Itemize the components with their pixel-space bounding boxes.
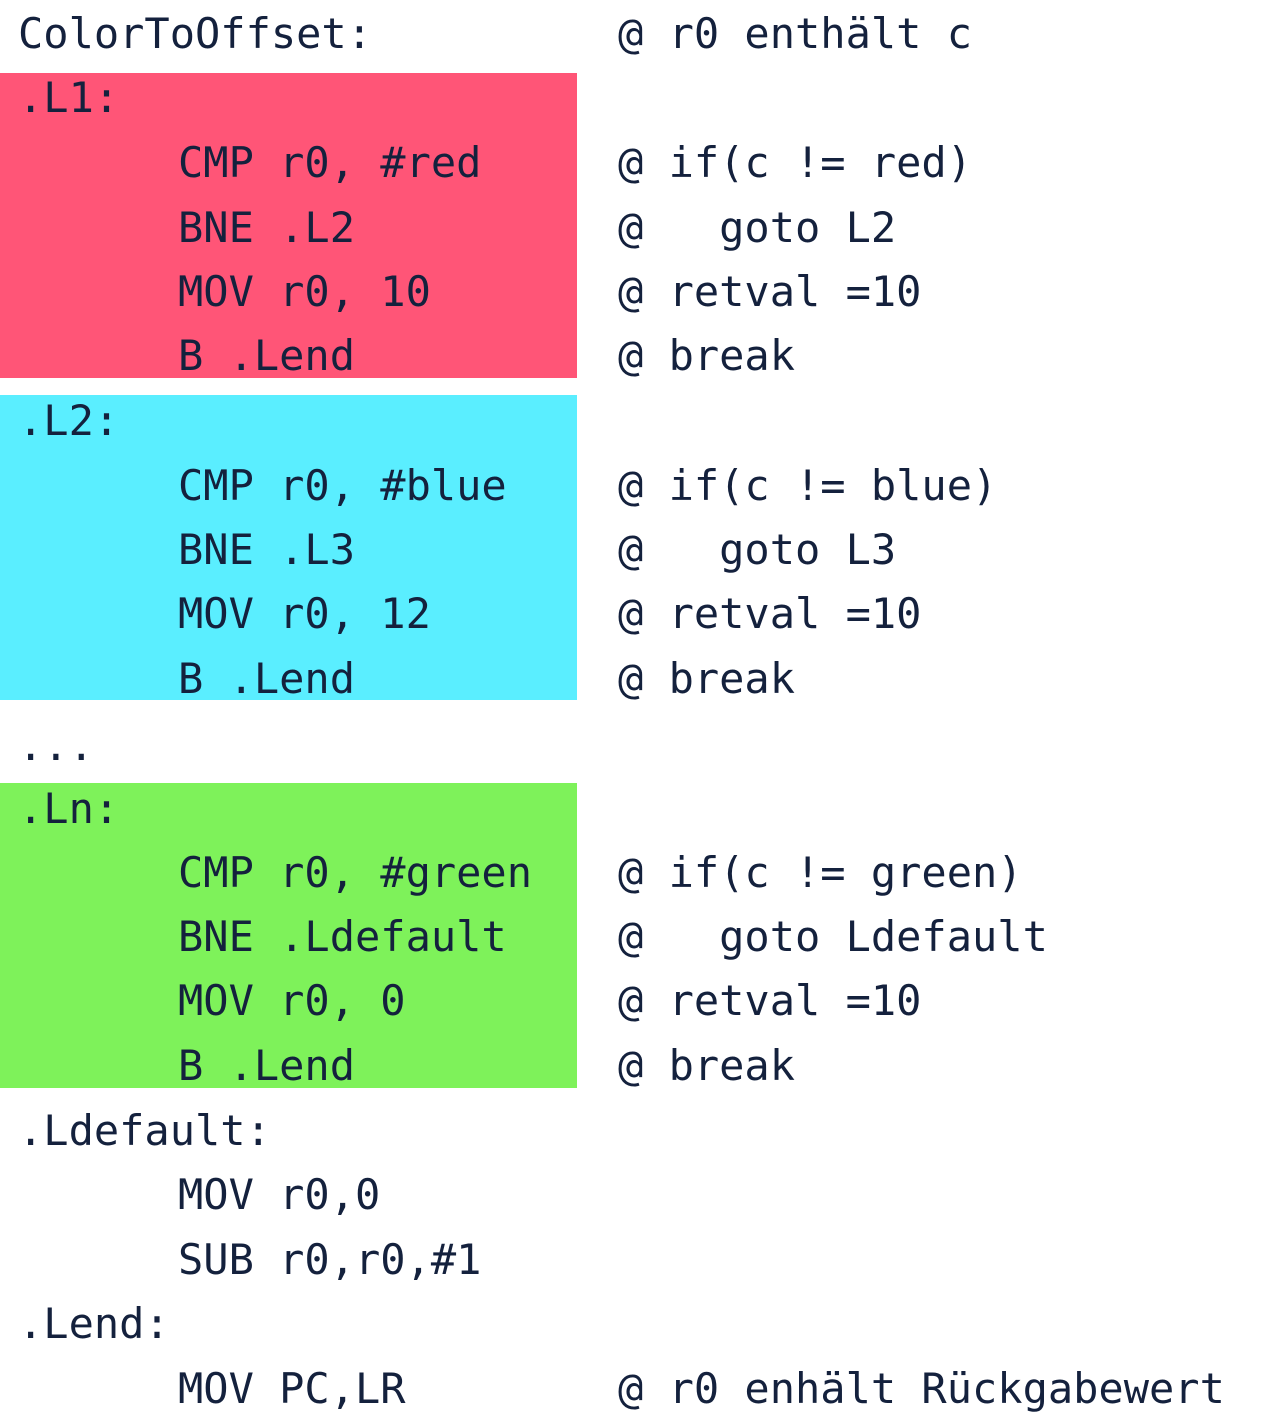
- highlight-block-red: [0, 73, 577, 378]
- code-instruction: CMP r0, #green: [178, 848, 533, 897]
- code-instruction: SUB r0,r0,#1: [178, 1235, 482, 1284]
- code-instruction: CMP r0, #red: [178, 138, 482, 187]
- code-instruction: MOV r0, 10: [178, 267, 431, 316]
- code-instruction: MOV r0, 12: [178, 589, 431, 638]
- code-label: .L2:: [18, 396, 120, 445]
- code-instruction: MOV r0,0: [178, 1170, 381, 1219]
- code-comment: @ retval =10: [618, 976, 922, 1025]
- code-instruction: BNE .L3: [178, 525, 356, 574]
- highlight-block-green: [0, 783, 577, 1088]
- code-instruction: BNE .L2: [178, 203, 356, 252]
- code-comment: @ goto L3: [618, 525, 897, 574]
- code-label: .L1:: [18, 73, 120, 122]
- code-comment: @ r0 enthält c: [618, 9, 973, 58]
- code-comment: @ retval =10: [618, 267, 922, 316]
- code-comment: @ break: [618, 1041, 796, 1090]
- code-instruction: BNE .Ldefault: [178, 912, 507, 961]
- code-comment: @ break: [618, 331, 796, 380]
- code-instruction: B .Lend: [178, 1041, 356, 1090]
- code-label: .Ldefault:: [18, 1106, 271, 1155]
- code-instruction: MOV PC,LR: [178, 1364, 406, 1413]
- code-instruction: B .Lend: [178, 654, 356, 703]
- code-ellipsis: ...: [18, 721, 94, 770]
- code-instruction: MOV r0, 0: [178, 976, 406, 1025]
- highlight-block-blue: [0, 395, 577, 700]
- code-instruction: B .Lend: [178, 331, 356, 380]
- code-instruction: CMP r0, #blue: [178, 461, 507, 510]
- code-comment: @ retval =10: [618, 589, 922, 638]
- code-comment: @ goto Ldefault: [618, 912, 1048, 961]
- code-comment: @ if(c != blue): [618, 461, 998, 510]
- code-label: .Ln:: [18, 784, 120, 833]
- code-comment: @ r0 enhält Rückgabewert: [618, 1364, 1225, 1413]
- code-comment: @ goto L2: [618, 203, 897, 252]
- code-label: .Lend:: [18, 1299, 170, 1348]
- code-comment: @ if(c != green): [618, 848, 1023, 897]
- code-comment: @ if(c != red): [618, 138, 973, 187]
- code-comment: @ break: [618, 654, 796, 703]
- code-label: ColorToOffset:: [18, 9, 373, 58]
